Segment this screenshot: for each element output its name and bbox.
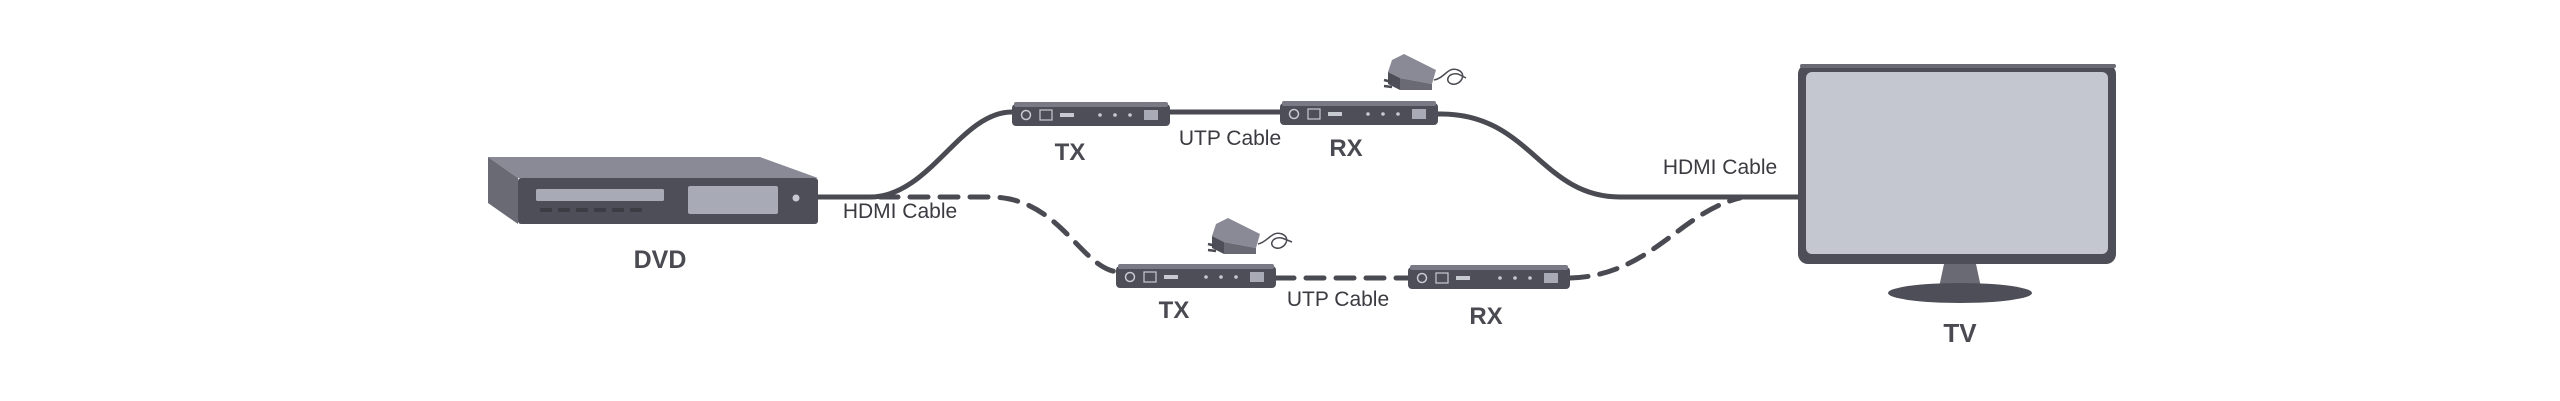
tv-frame-highlight [1800,64,2116,68]
tx-upper-label: TX [1055,139,1086,166]
rx-upper-hdmi-port [1307,108,1321,120]
tx-upper-utp-port [1060,113,1074,117]
tx-upper-unit: TX [1012,102,1170,166]
rx-upper-top-edge [1282,101,1436,106]
utp-cable-upper-label: UTP Cable [1179,127,1281,150]
tx-lower-led-3 [1234,275,1238,279]
tx-upper-top-edge [1014,102,1168,107]
dvd-power-led [792,194,800,202]
rx-lower-led-3 [1528,276,1532,280]
tx-lower-led-2 [1219,275,1223,279]
cables [815,109,1803,281]
dvd-player: DVD [488,157,818,274]
tv: TV [1798,64,2116,348]
tx-lower-label: TX [1159,297,1190,324]
rx-lower-top-edge [1410,265,1568,270]
hdmi-cable-lower-source-line [877,194,1121,275]
rx-upper-led-2 [1381,112,1385,116]
dvd-label: DVD [634,246,687,274]
rx-lower-led-2 [1513,276,1517,280]
dvd-display-panel [688,186,778,214]
power-adapter-icon-lower [1207,218,1293,254]
dvd-side-face [488,157,518,224]
rx-upper-power-port [1288,108,1300,120]
dvd-disc-slot [536,189,664,201]
tx-lower-hdmi-port [1143,271,1157,283]
hdmi-cable-display-label: HDMI Cable [1663,156,1777,179]
rx-upper-rj45-port [1412,109,1426,119]
tv-screen [1806,72,2108,254]
rx-upper-utp-port [1328,112,1342,116]
hdmi-cable-upper-source-line [815,109,1015,200]
tx-lower-rj45-port [1250,272,1264,282]
rx-lower-power-port [1416,272,1428,284]
tx-upper-hdmi-port [1039,109,1053,121]
dvd-buttons [540,208,642,212]
tx-upper-led-1 [1098,113,1102,117]
tx-lower-power-port [1124,271,1136,283]
hdmi-cable-lower-display-line [1567,195,1743,281]
rx-upper-led-1 [1366,112,1370,116]
rx-upper-label: RX [1329,135,1362,162]
tx-lower-top-edge [1118,264,1274,269]
tx-lower-utp-port [1164,275,1178,279]
rx-upper-unit: RX [1280,101,1438,162]
tx-upper-led-2 [1113,113,1117,117]
tx-upper-rj45-port [1144,110,1158,120]
rx-lower-hdmi-port [1435,272,1449,284]
hdmi-cable-source-label: HDMI Cable [843,200,957,223]
hdmi-cable-upper-display-line [1435,111,1803,200]
rx-lower-rj45-port [1544,273,1558,283]
rx-lower-utp-port [1456,276,1470,280]
utp-cable-lower-label: UTP Cable [1287,288,1389,311]
rx-lower-label: RX [1469,303,1502,330]
tx-upper-led-3 [1128,113,1132,117]
power-adapter-icon-upper [1383,54,1467,90]
tx-lower-led-1 [1204,275,1208,279]
rx-upper-led-3 [1396,112,1400,116]
rx-lower-led-1 [1498,276,1502,280]
tx-lower-unit: TX [1116,264,1276,324]
rx-lower-unit: RX [1408,265,1570,330]
dvd-top-face [488,157,818,178]
tx-upper-power-port [1020,109,1032,121]
tv-label: TV [1943,318,1977,348]
tv-stand-base [1888,283,2032,303]
